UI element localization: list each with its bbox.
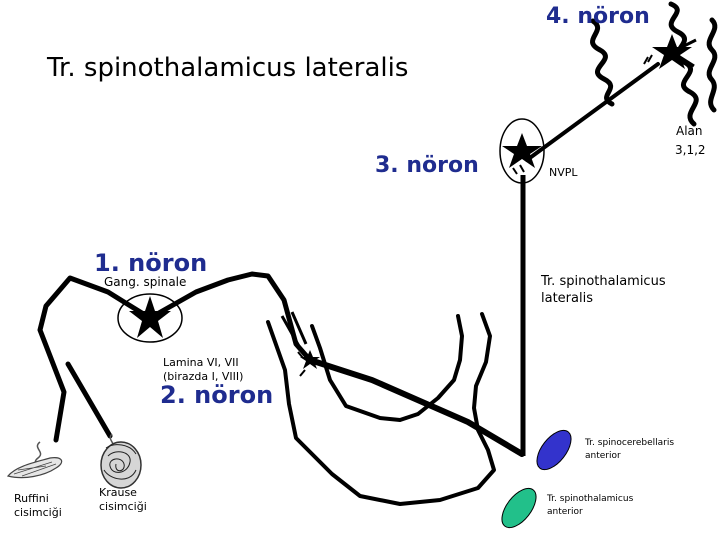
diagram-title: Tr. spinothalamicus lateralis (47, 53, 408, 83)
spinothalamic-anterior-label-line1: Tr. spinothalamicus (547, 494, 633, 504)
cortex-area-label-line2: 3,1,2 (675, 143, 706, 157)
ganglion-label: Gang. spinale (104, 275, 186, 289)
lateral-tract-label-line1: Tr. spinothalamicus (541, 274, 666, 289)
lateral-tract-label-line2: lateralis (541, 291, 593, 306)
neuron-dendrite-ticks (298, 55, 652, 376)
first-neuron-peripheral-axon (40, 278, 150, 440)
first-neuron-star (129, 296, 171, 338)
lamina-label-line1: Lamina VI, VII (163, 356, 239, 369)
decussation-line (310, 360, 522, 454)
spinocerebellar-label-line2: anterior (585, 451, 621, 461)
nvpl-label: NVPL (549, 166, 578, 179)
second-neuron-label: 2. nöron (160, 381, 273, 409)
fourth-neuron-axon (527, 64, 658, 160)
spinothalamic-anterior-tract-shape (495, 482, 542, 533)
third-neuron-label: 3. nöron (375, 153, 479, 178)
cortex-wavy-line (709, 20, 715, 110)
krause-label-line2: cisimciği (99, 500, 147, 513)
krause-corpuscle (101, 434, 141, 488)
first-neuron-branch (68, 364, 110, 436)
ruffini-corpuscle (8, 442, 62, 478)
spinocerebellar-label-line1: Tr. spinocerebellaris (585, 438, 674, 448)
first-neuron-label: 1. nöron (94, 249, 207, 277)
fourth-neuron-label: 4. nöron (546, 4, 650, 29)
spinocerebellar-anterior-tract-shape (530, 424, 577, 475)
krause-label-line1: Krause (99, 486, 137, 499)
cortex-area-label-line1: Alan (676, 124, 703, 138)
third-neuron-star (502, 133, 542, 168)
spinothalamic-anterior-label-line2: anterior (547, 507, 583, 517)
ruffini-label-line2: cisimciği (14, 506, 62, 519)
lamina-label-line2: (birazda I, VIII) (163, 370, 243, 383)
ruffini-label-line1: Ruffini (14, 492, 49, 505)
cortex-wavy-line (592, 21, 612, 104)
